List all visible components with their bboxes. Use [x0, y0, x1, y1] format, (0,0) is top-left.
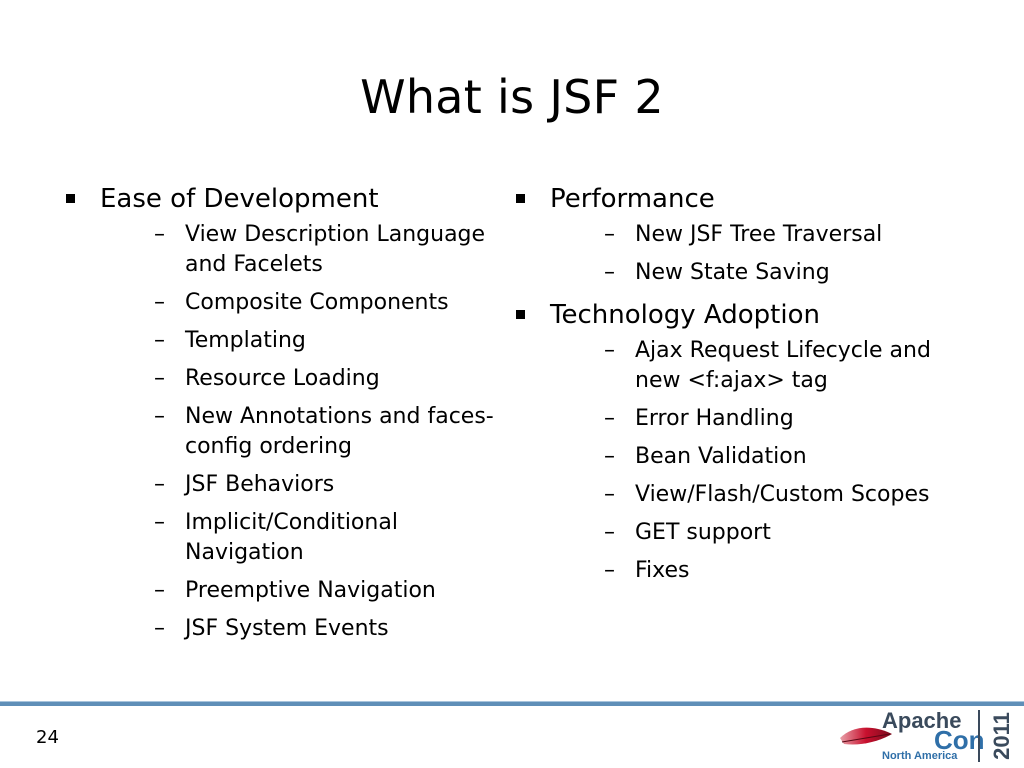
slide-title: What is JSF 2 — [360, 70, 664, 124]
bullet-label: Ease of Development — [100, 184, 379, 214]
right-column: Performance –New JSF Tree Traversal –New… — [510, 180, 980, 594]
left-column: Ease of Development –View Description La… — [60, 180, 510, 652]
sub-item: –New JSF Tree Traversal — [550, 220, 980, 250]
sub-item: –Composite Components — [100, 288, 510, 318]
sub-item: –Preemptive Navigation — [100, 576, 510, 606]
sub-item: –View/Flash/Custom Scopes — [550, 480, 980, 510]
sub-item-label: Error Handling — [635, 406, 794, 431]
sub-item: –Implicit/Conditional Navigation — [100, 508, 510, 568]
sub-list: –New JSF Tree Traversal –New State Savin… — [550, 220, 980, 288]
square-bullet-icon — [66, 194, 75, 203]
logo-apache-text: Apache — [882, 708, 962, 733]
sub-item-label: View/Flash/Custom Scopes — [635, 482, 930, 507]
dash-icon: – — [604, 222, 615, 247]
sub-item-label: View Description Language and Facelets — [185, 222, 486, 277]
dash-icon: – — [154, 222, 165, 247]
sub-item: –GET support — [550, 518, 980, 548]
sub-item: –JSF System Events — [100, 614, 510, 644]
footer-divider — [0, 701, 1024, 706]
sub-list: –Ajax Request Lifecycle and new <f:ajax>… — [550, 336, 980, 586]
logo-year-box: 2011 — [978, 710, 1016, 762]
sub-item-label: JSF System Events — [185, 616, 389, 641]
sub-item: –Fixes — [550, 556, 980, 586]
sub-item-label: Preemptive Navigation — [185, 578, 436, 603]
feather-icon — [840, 727, 892, 745]
square-bullet-icon — [516, 310, 525, 319]
dash-icon: – — [154, 616, 165, 641]
logo-region-text: North America — [882, 750, 958, 762]
sub-item: –Resource Loading — [100, 364, 510, 394]
dash-icon: – — [154, 404, 165, 429]
dash-icon: – — [604, 482, 615, 507]
dash-icon: – — [604, 444, 615, 469]
sub-item: –New State Saving — [550, 258, 980, 288]
sub-item-label: Fixes — [635, 558, 690, 583]
dash-icon: – — [154, 510, 165, 535]
dash-icon: – — [604, 520, 615, 545]
square-bullet-icon — [516, 194, 525, 203]
dash-icon: – — [604, 406, 615, 431]
apachecon-logo: Apache Con North America 2011 — [838, 708, 1018, 764]
dash-icon: – — [604, 338, 615, 363]
sub-item-label: Bean Validation — [635, 444, 807, 469]
sub-item: –Error Handling — [550, 404, 980, 434]
logo-con-text: Con — [934, 725, 985, 755]
bullet-item: Performance –New JSF Tree Traversal –New… — [510, 180, 980, 288]
sub-item: –JSF Behaviors — [100, 470, 510, 500]
sub-item-label: Composite Components — [185, 290, 449, 315]
sub-item: –Ajax Request Lifecycle and new <f:ajax>… — [550, 336, 980, 396]
sub-item-label: New Annotations and faces-config orderin… — [185, 404, 494, 459]
dash-icon: – — [154, 366, 165, 391]
dash-icon: – — [154, 578, 165, 603]
sub-item: –View Description Language and Facelets — [100, 220, 510, 280]
logo-year-text: 2011 — [989, 712, 1014, 760]
dash-icon: – — [604, 558, 615, 583]
dash-icon: – — [154, 290, 165, 315]
bullet-label: Technology Adoption — [550, 300, 820, 330]
sub-item-label: New State Saving — [635, 260, 830, 285]
sub-item-label: Resource Loading — [185, 366, 380, 391]
page-number: 24 — [36, 727, 59, 748]
bullet-item: Technology Adoption –Ajax Request Lifecy… — [510, 296, 980, 586]
bullet-item: Ease of Development –View Description La… — [60, 180, 510, 644]
sub-item: –Bean Validation — [550, 442, 980, 472]
sub-item: –New Annotations and faces-config orderi… — [100, 402, 510, 462]
sub-item-label: JSF Behaviors — [185, 472, 335, 497]
sub-list: –View Description Language and Facelets … — [100, 220, 510, 644]
bullet-label: Performance — [550, 184, 715, 214]
dash-icon: – — [604, 260, 615, 285]
sub-item-label: Ajax Request Lifecycle and new <f:ajax> … — [635, 338, 931, 393]
sub-item: –Templating — [100, 326, 510, 356]
dash-icon: – — [154, 472, 165, 497]
sub-item-label: Implicit/Conditional Navigation — [185, 510, 398, 565]
dash-icon: – — [154, 328, 165, 353]
sub-item-label: Templating — [185, 328, 306, 353]
sub-item-label: New JSF Tree Traversal — [635, 222, 883, 247]
sub-item-label: GET support — [635, 520, 771, 545]
